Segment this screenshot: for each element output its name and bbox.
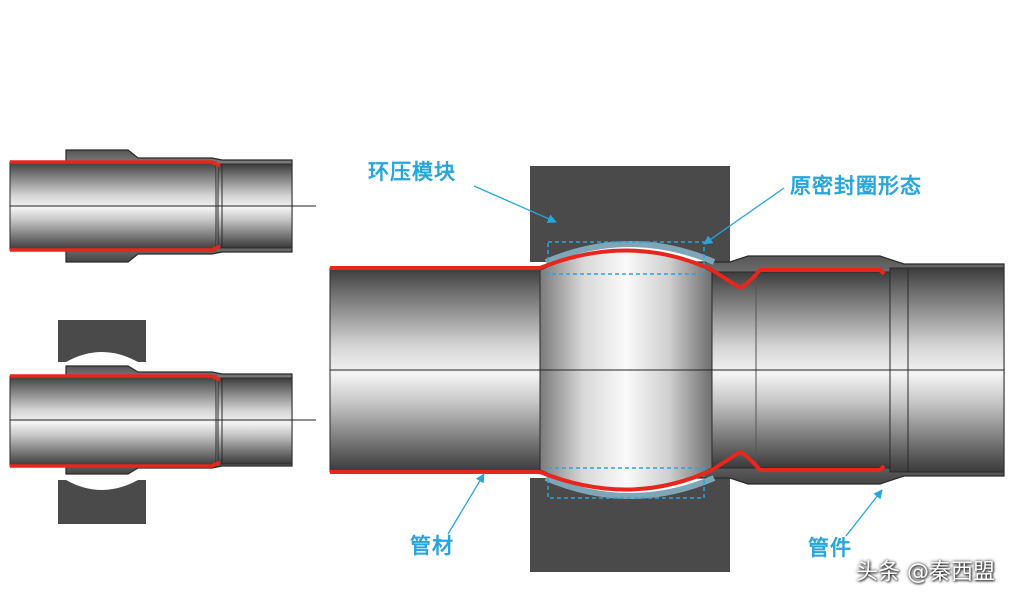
label-original-seal-state: 原密封圈形态 xyxy=(790,174,922,198)
label-ring-press-module: 环压模块 xyxy=(368,160,456,184)
pointer-pipe xyxy=(447,473,485,535)
seal-layer-top xyxy=(10,374,221,382)
seal-layer-bottom xyxy=(330,449,886,492)
press-jaw-top xyxy=(58,320,146,362)
pointer-ring-press-module xyxy=(473,185,557,223)
pipe-body xyxy=(9,375,217,467)
small-diagram-before xyxy=(9,149,316,263)
fitting-end xyxy=(217,377,293,465)
pointer-original-seal xyxy=(703,187,785,245)
original-seal-outline-top xyxy=(547,241,705,275)
small-diagram-pressing xyxy=(9,320,316,524)
original-seal-outline-bottom xyxy=(547,467,705,499)
seal-ring-top xyxy=(544,241,716,265)
press-module-top xyxy=(530,166,730,262)
main-diagram xyxy=(329,166,1005,572)
seal-layer-bottom xyxy=(10,460,221,468)
press-jaw-bottom xyxy=(58,480,146,524)
label-pipe: 管材 xyxy=(410,534,454,558)
label-fitting: 管件 xyxy=(808,536,852,560)
pointer-fitting xyxy=(845,489,883,537)
seal-layer-bottom xyxy=(10,244,221,252)
seal-ring-bottom xyxy=(544,475,716,499)
press-module-bottom xyxy=(530,478,730,572)
seal-layer-top xyxy=(330,248,886,291)
watermark: 头条 @秦西盟 xyxy=(856,560,995,585)
seal-layer-top xyxy=(10,160,221,168)
